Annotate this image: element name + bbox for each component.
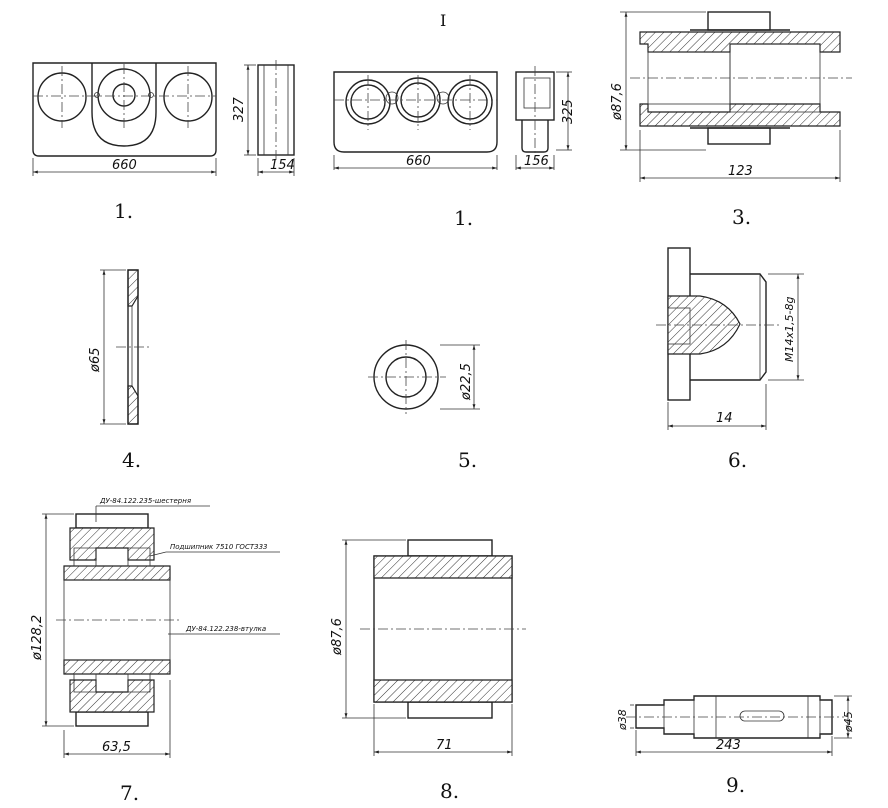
fig1b-caption: 1. [454,206,473,230]
fig6-length-dim: 14 [716,411,733,426]
figure-6: M14x1,5-8g 14 6. [656,247,804,472]
fig1a-height-dim: 327 [232,96,247,122]
fig3-caption: 3. [732,205,751,229]
fig7-callout-bearing: Подшипник 7510 ГОСТ333 [170,543,267,551]
figure-8: ø87,6 71 8. [330,539,526,803]
fig3-diameter-dim: ø87,6 [610,83,625,121]
figure-4: ø65 4. [88,269,150,472]
fig1a-width-dim: 660 [112,158,137,173]
fig8-caption: 8. [440,779,459,803]
fig9-large-diameter-dim: ø45 [842,711,855,733]
fig4-diameter-dim: ø65 [88,348,103,374]
fig9-length-dim: 243 [716,738,741,753]
fig7-length-dim: 63,5 [102,740,131,755]
fig1a-depth-dim: 154 [270,158,295,173]
figure-3: ø87,6 123 3. [610,11,852,229]
fig6-thread-dim: M14x1,5-8g [783,297,796,362]
fig4-caption: 4. [122,448,141,472]
fig3-length-dim: 123 [728,164,753,179]
fig6-caption: 6. [728,448,747,472]
figure-9: ø38 ø45 243 9. [616,695,855,797]
fig7-callout-gear: ДУ-84.122.235-шестерня [99,497,191,505]
fig5-diameter-dim: ø22,5 [459,363,474,401]
fig9-caption: 9. [726,773,745,797]
fig8-length-dim: 71 [436,738,453,753]
fig5-caption: 5. [458,448,477,472]
fig9-small-diameter-dim: ø38 [616,709,629,731]
figure-5: ø22,5 5. [368,340,480,472]
sheet-mark: I [440,11,446,30]
fig1b-height-dim: 325 [561,99,576,124]
figure-7: ДУ-84.122.235-шестерня Подшипник 7510 ГО… [30,497,280,805]
fig1a-caption: 1. [114,199,133,223]
fig7-diameter-dim: ø128,2 [30,615,45,661]
fig7-callout-sleeve: ДУ-84.122.238-втулка [185,625,266,633]
figure-1b: 660 325 156 1. [333,66,576,230]
fig8-diameter-dim: ø87,6 [330,618,345,656]
fig1b-depth-dim: 156 [524,154,549,169]
fig1b-width-dim: 660 [406,154,431,169]
fig7-caption: 7. [120,781,139,805]
figure-1a: 660 327 154 1. [32,60,295,223]
